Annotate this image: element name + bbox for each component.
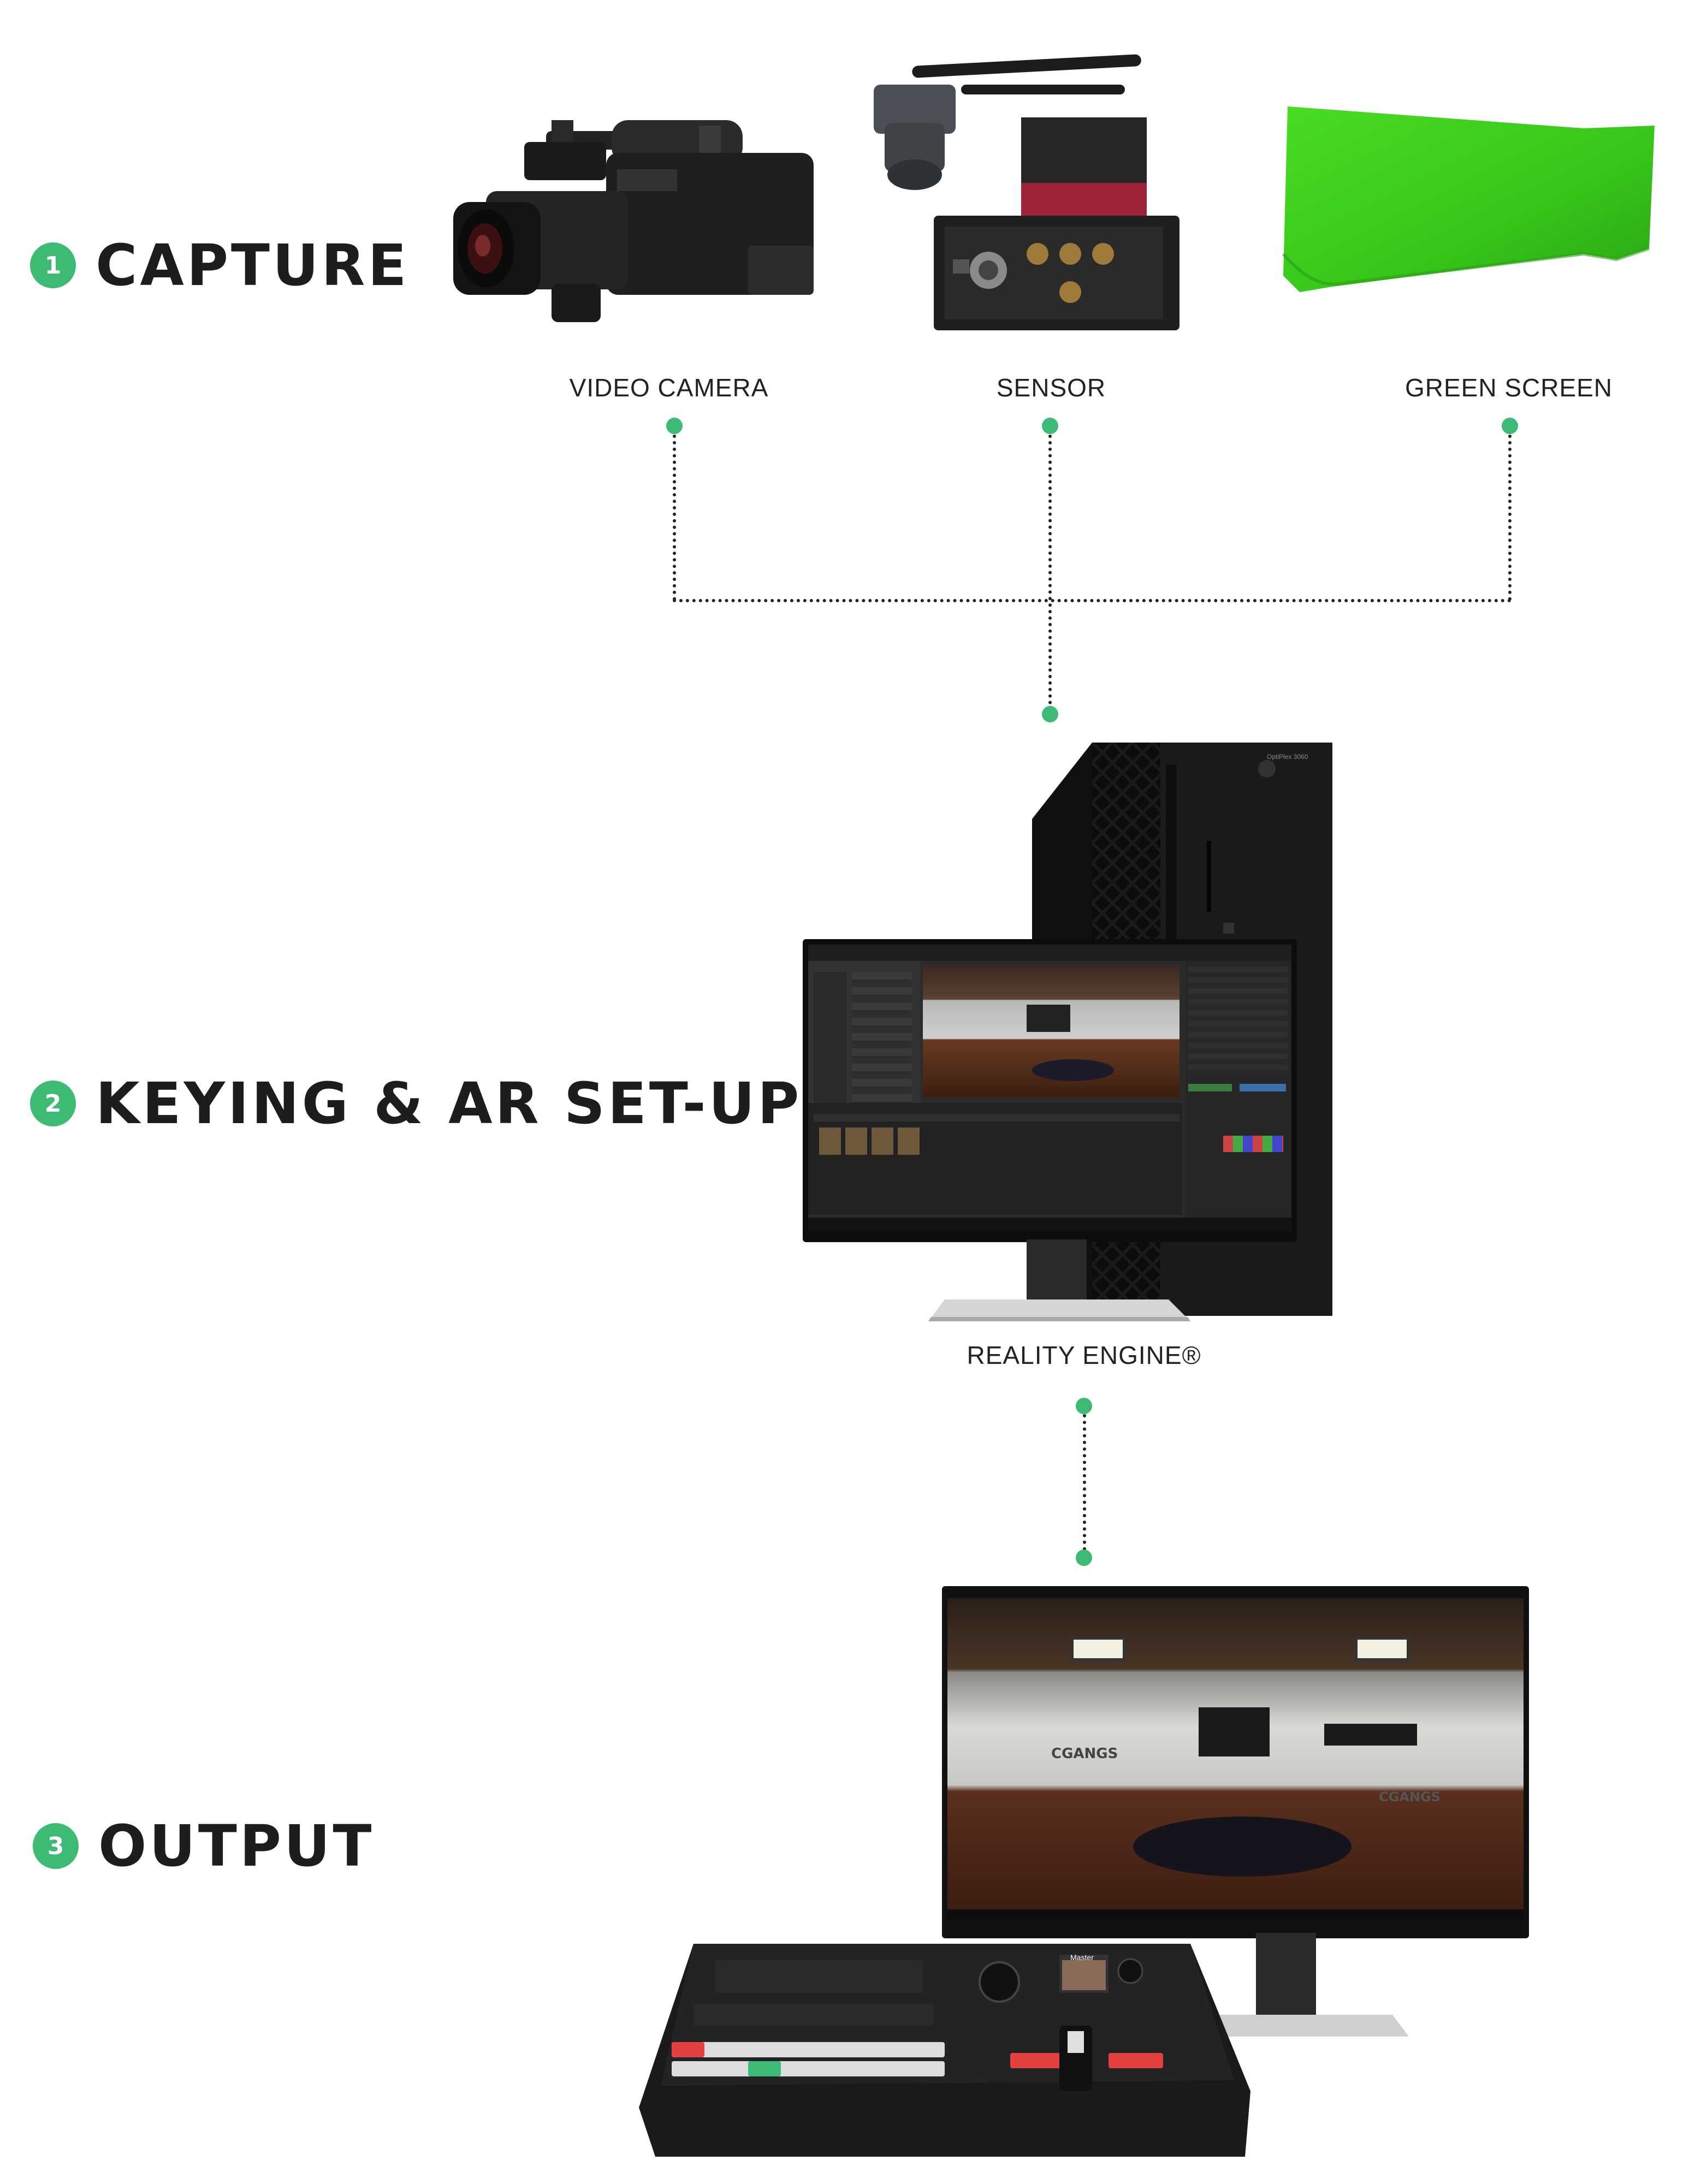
connector-line: [673, 599, 1512, 602]
brand-text-right: CGANGS: [1379, 1789, 1441, 1805]
step-number-badge: 1: [30, 242, 76, 288]
connector-dot-camera: [666, 418, 683, 434]
editor-taskbar: [808, 1218, 1291, 1231]
connector-line: [673, 435, 676, 601]
engine-monitor: [803, 939, 1297, 1242]
connector-dot-engine-in: [1042, 706, 1058, 722]
editor-toolbar: [808, 945, 1291, 961]
caption-sensor: SENSOR: [996, 373, 1106, 402]
step-title: KEYING & AR SET-UP: [96, 1070, 802, 1137]
video-camera-icon: [453, 120, 814, 322]
caption-video-camera: VIDEO CAMERA: [569, 373, 769, 402]
editor-content-browser: [808, 1103, 1182, 1215]
green-screen-icon: [1282, 106, 1655, 292]
video-switcher-icon: Master: [639, 1944, 1250, 2157]
caption-green-screen: GREEN SCREEN: [1404, 373, 1613, 402]
step-output: 3 OUTPUT: [33, 1813, 374, 1879]
editor-screen: [808, 945, 1291, 1231]
connector-line: [1083, 1414, 1086, 1551]
step-number-badge: 3: [33, 1823, 79, 1869]
output-monitor-stand-icon: [1196, 1933, 1409, 2037]
editor-right-panel: [1185, 961, 1291, 1231]
switcher-display-text: Master: [1070, 1953, 1094, 1962]
brand-text-left: CGANGS: [1051, 1746, 1118, 1762]
monitor-stand-icon: [928, 1239, 1190, 1321]
connector-line: [1048, 435, 1052, 704]
camera-tracking-sensor-icon: [874, 54, 1180, 330]
step-number-badge: 2: [30, 1081, 76, 1126]
editor-viewport: [923, 966, 1180, 1097]
step-capture: 1 CAPTURE: [30, 232, 410, 299]
connector-dot-output-in: [1076, 1550, 1092, 1566]
pc-model-text: OptiPlex 3060: [1267, 753, 1308, 761]
output-monitor: CGANGS CGANGS: [942, 1586, 1529, 1938]
connector-dot-engine-out: [1076, 1398, 1092, 1414]
connector-line: [1508, 435, 1512, 601]
connector-dot-sensor: [1042, 418, 1058, 434]
connector-dot-green-screen: [1502, 418, 1518, 434]
caption-reality-engine: REALITY ENGINE®: [967, 1341, 1201, 1369]
step-title: CAPTURE: [96, 232, 410, 299]
step-title: OUTPUT: [98, 1813, 375, 1879]
output-screen: CGANGS CGANGS: [947, 1598, 1524, 1920]
step-keying: 2 KEYING & AR SET-UP: [30, 1070, 802, 1137]
